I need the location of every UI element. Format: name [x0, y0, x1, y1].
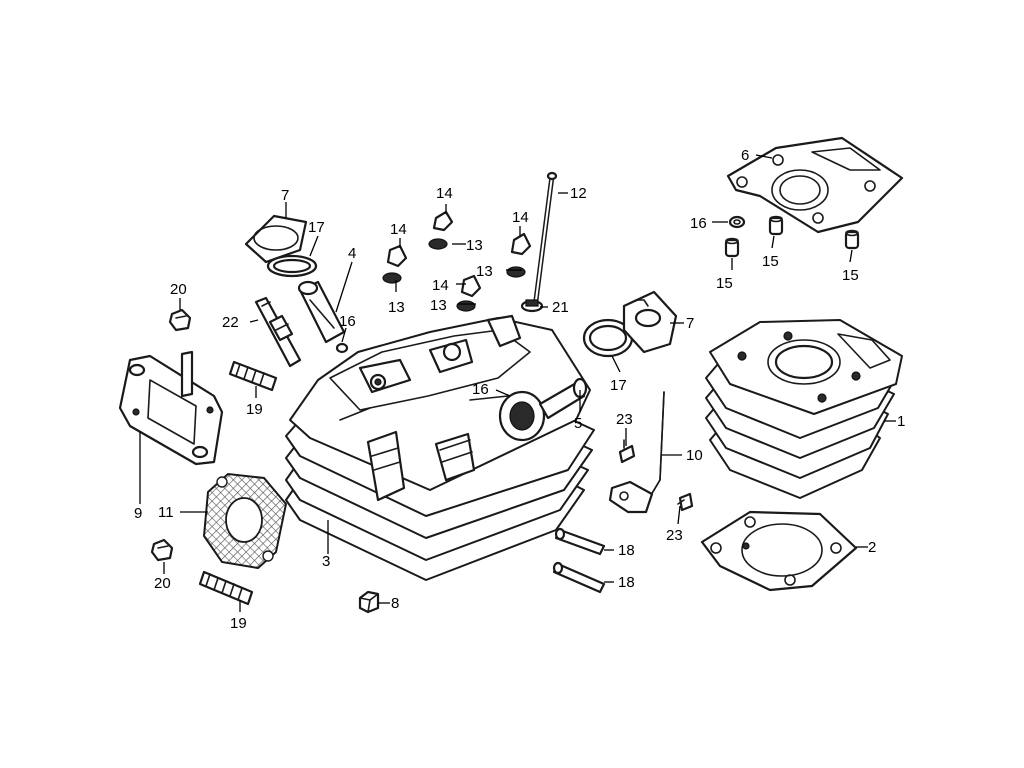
spark-plug-part — [254, 296, 302, 368]
callout-4: 4 — [348, 245, 356, 262]
callout-7-right: 7 — [686, 315, 694, 332]
callout-21: 21 — [552, 299, 569, 316]
washer-part — [728, 215, 746, 229]
callout-23-b: 23 — [666, 527, 683, 544]
callout-16-b: 16 — [339, 313, 356, 330]
cylinder-head-part — [285, 314, 595, 581]
callout-14-a: 14 — [436, 185, 453, 202]
cylinder-block-part — [705, 319, 903, 499]
callout-7-left: 7 — [281, 187, 289, 204]
intake-manifold-part — [118, 350, 224, 466]
callout-15-b: 15 — [762, 253, 779, 270]
callout-1: 1 — [897, 413, 905, 430]
callout-14-b: 14 — [390, 221, 407, 238]
callout-13-d: 13 — [430, 297, 447, 314]
oil-pipe-part — [608, 391, 665, 514]
callout-17-b: 17 — [610, 377, 627, 394]
callout-19-b: 19 — [230, 615, 247, 632]
acorn-nut-part — [432, 210, 454, 232]
callout-15-c: 15 — [842, 267, 859, 284]
pin-part — [552, 561, 606, 594]
tensioner-bolt-part — [297, 280, 346, 344]
callout-13-b: 13 — [388, 299, 405, 316]
callout-13-c: 13 — [476, 263, 493, 280]
flange-nut-part — [520, 299, 544, 313]
dowel-pin-part — [724, 237, 740, 258]
cylinder-base-gasket-part — [700, 510, 858, 592]
valve-cap-part — [244, 214, 318, 278]
long-stud-part — [533, 171, 558, 303]
callout-labels: 1 2 3 4 5 6 7 7 8 9 10 11 12 13 13 13 13… — [134, 147, 905, 632]
acorn-nut-part — [510, 232, 532, 256]
small-block-part — [358, 590, 380, 614]
stud-part — [198, 570, 254, 606]
callout-11: 11 — [158, 504, 174, 521]
small-washer-part — [335, 342, 349, 354]
washer-part — [428, 238, 448, 250]
callout-9: 9 — [134, 505, 142, 522]
washer-part — [506, 266, 526, 278]
callout-16-a: 16 — [690, 215, 707, 232]
nut-part — [150, 538, 174, 562]
callout-22: 22 — [222, 314, 239, 331]
callout-10: 10 — [686, 447, 703, 464]
callout-14-d: 14 — [432, 277, 449, 294]
leader-lines — [139, 154, 896, 612]
callout-13-a: 13 — [466, 237, 483, 254]
oil-filler-cap-part — [582, 290, 678, 358]
washer-part — [382, 272, 402, 284]
nut-part — [168, 308, 192, 332]
callout-23-a: 23 — [616, 411, 633, 428]
callout-14-c: 14 — [512, 209, 529, 226]
acorn-nut-part — [386, 244, 408, 268]
screw-part — [618, 439, 636, 464]
washer-part — [456, 300, 476, 312]
head-gasket-top-part — [726, 136, 904, 234]
callout-18-b: 18 — [618, 574, 635, 591]
callout-20-b: 20 — [154, 575, 171, 592]
callout-5: 5 — [574, 415, 582, 432]
dowel-pin-part — [844, 229, 860, 250]
callout-6: 6 — [741, 147, 749, 164]
callout-15-a: 15 — [716, 275, 733, 292]
intake-gasket-part — [202, 472, 288, 570]
callout-2: 2 — [868, 539, 876, 556]
callout-18-a: 18 — [618, 542, 635, 559]
dowel-pin-part — [768, 215, 784, 236]
callout-17-a: 17 — [308, 219, 325, 236]
stud-part — [228, 360, 278, 392]
callout-3: 3 — [322, 553, 330, 570]
pin-part — [554, 527, 606, 556]
callout-20-a: 20 — [170, 281, 187, 298]
screw-part — [677, 492, 694, 512]
callout-8: 8 — [391, 595, 399, 612]
acorn-nut-part — [460, 274, 482, 298]
callout-12: 12 — [570, 185, 587, 202]
callout-19-a: 19 — [246, 401, 263, 418]
callout-16-c: 16 — [472, 381, 489, 398]
